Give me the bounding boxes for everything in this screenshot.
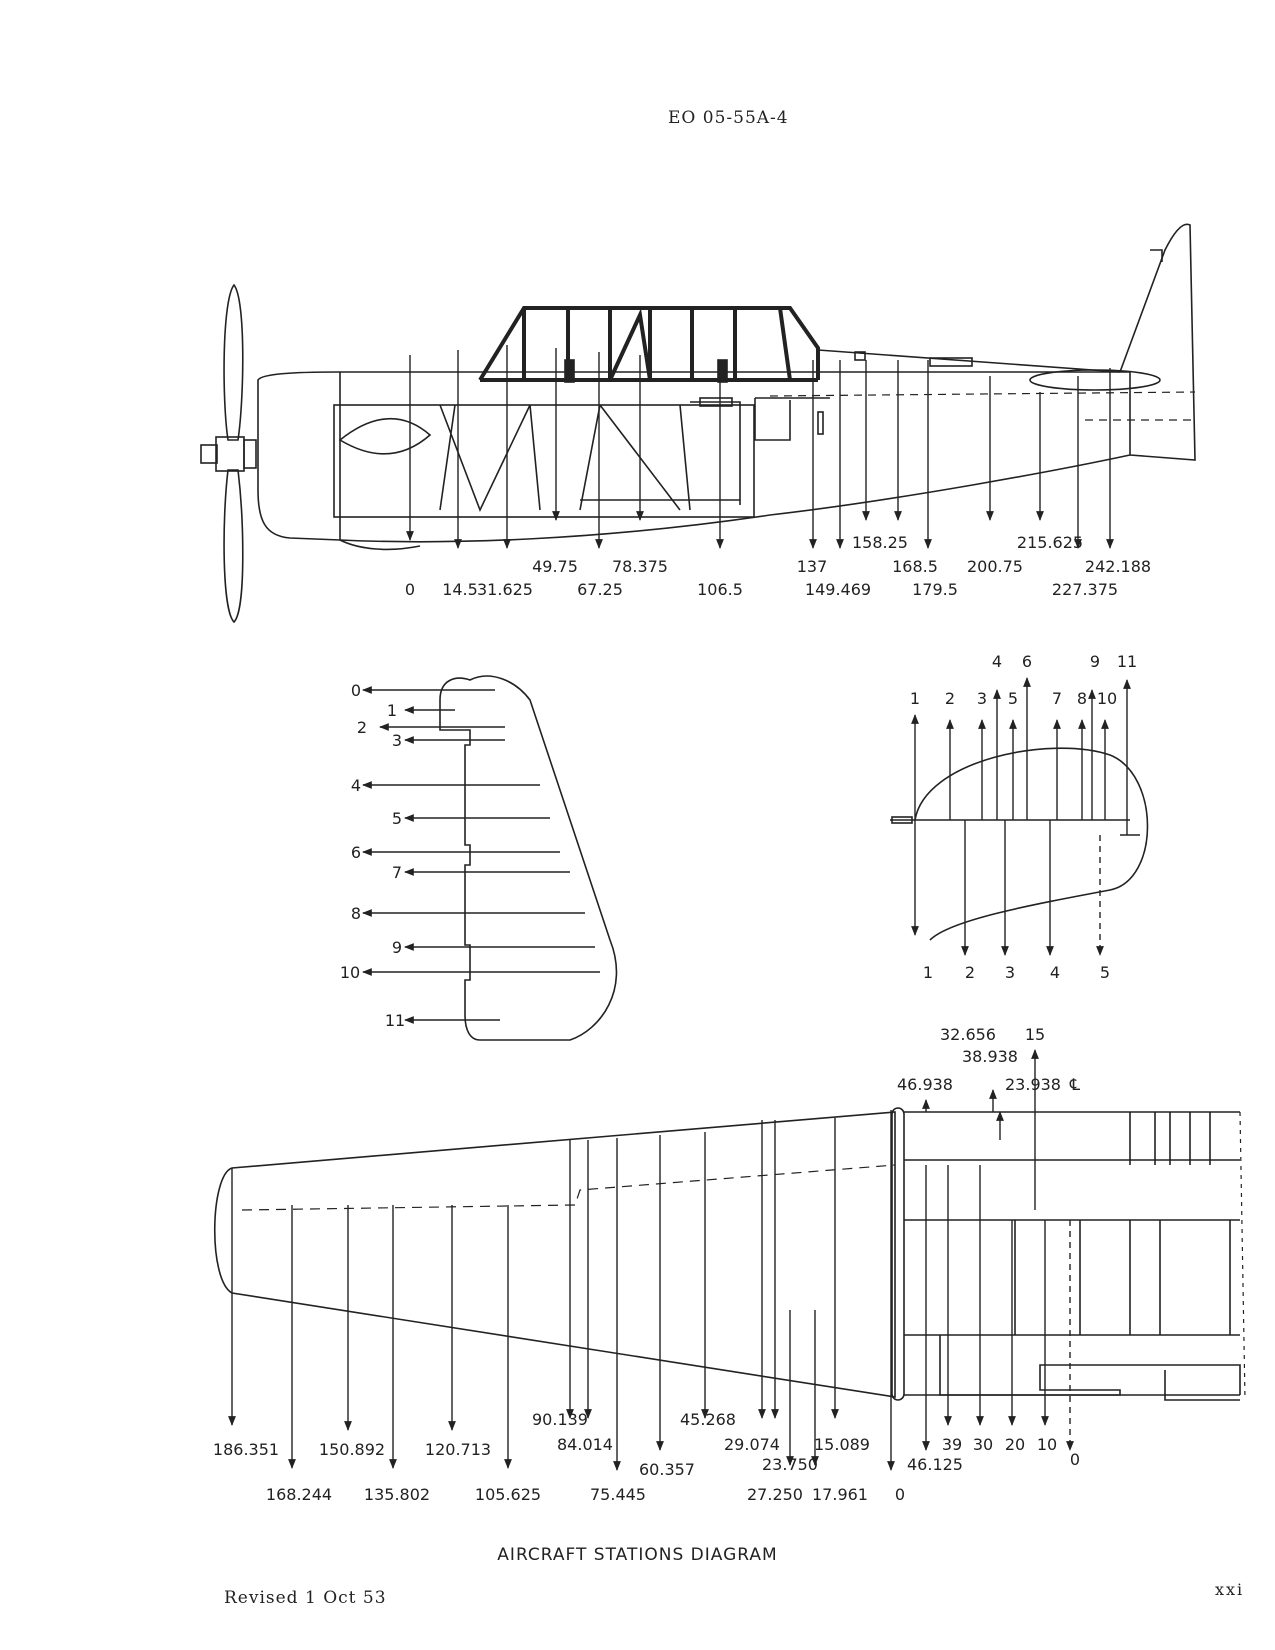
stabilizer-top-label: 3	[977, 689, 987, 708]
stabilizer-bottom-label: 5	[1100, 963, 1110, 982]
diagram-caption: AIRCRAFT STATIONS DIAGRAM	[497, 1545, 778, 1565]
fuselage-station-label: 78.375	[612, 557, 668, 576]
rudder-station-label: 9	[392, 938, 402, 957]
wing-outer-label: 0	[895, 1485, 905, 1504]
fuselage-station-label: 168.5	[892, 557, 938, 576]
rudder-station-label: 7	[392, 863, 402, 882]
stabilizer-top-label: 8	[1077, 689, 1087, 708]
fuselage-station-label: 149.469	[805, 580, 871, 599]
wing-outer-label: 29.074	[724, 1435, 780, 1454]
wing-outer-label: 90.139	[532, 1410, 588, 1429]
fuselage-station-label: 158.25	[852, 533, 908, 552]
fuselage-station-label: 215.625	[1017, 533, 1083, 552]
document-number: EO 05-55A-4	[668, 108, 789, 128]
rudder-station-label: 4	[351, 776, 361, 795]
fuselage-station-label: 200.75	[967, 557, 1023, 576]
stabilizer-top-label: 2	[945, 689, 955, 708]
stabilizer-top-label: 9	[1090, 652, 1100, 671]
wing-station-arrows: 32.656 15 38.938 46.938 23.938 ℄ 186.351 168.24…	[213, 1025, 1081, 1504]
stabilizer-drawing	[890, 747, 1149, 941]
wing-outer-label: 60.357	[639, 1460, 695, 1479]
wing-outer-label: 15.089	[814, 1435, 870, 1454]
wing-top-label: 38.938	[962, 1047, 1018, 1066]
wing-inner-label: 0	[1070, 1450, 1080, 1469]
outer-wing-outline	[213, 1111, 896, 1398]
rudder-station-label: 10	[340, 963, 360, 982]
wing-outer-label: 27.250	[747, 1485, 803, 1504]
wing-outer-label: 17.961	[812, 1485, 868, 1504]
fuselage-station-label: 31.625	[477, 580, 533, 599]
fuselage-station-label: 0	[405, 580, 415, 599]
stabilizer-top-label: 11	[1117, 652, 1137, 671]
fuselage-station-label: 137	[797, 557, 828, 576]
wing-top-label: 46.938	[897, 1075, 953, 1094]
wing-outer-label: 150.892	[319, 1440, 385, 1459]
rudder-station-label: 1	[387, 701, 397, 720]
revision-date: Revised 1 Oct 53	[224, 1588, 387, 1608]
wing-top-label: 23.938	[1005, 1075, 1061, 1094]
fuselage-station-label: 49.75	[532, 557, 578, 576]
wing-outer-label: 186.351	[213, 1440, 279, 1459]
page-number: xxi	[1215, 1580, 1245, 1599]
fuselage-station-label: 106.5	[697, 580, 743, 599]
rudder-station-label: 0	[351, 681, 361, 700]
wing-outer-label: 168.244	[266, 1485, 332, 1504]
wing-inner-label: 46.125	[907, 1455, 963, 1474]
wing-inner-label: 10	[1037, 1435, 1057, 1454]
rudder-station-label: 11	[385, 1011, 405, 1030]
fuselage-station-label: 242.188	[1085, 557, 1151, 576]
wing-inner-label: 39	[942, 1435, 962, 1454]
stabilizer-top-label: 6	[1022, 652, 1032, 671]
rudder-station-label: 8	[351, 904, 361, 923]
stabilizer-bottom-label: 1	[923, 963, 933, 982]
stabilizer-top-label: 4	[992, 652, 1002, 671]
stabilizer-bottom-label: 4	[1050, 963, 1060, 982]
stabilizer-bottom-label: 2	[965, 963, 975, 982]
wing-inner-label: 20	[1005, 1435, 1025, 1454]
propeller-drawing	[200, 283, 257, 624]
wing-outer-label: 84.014	[557, 1435, 613, 1454]
fuselage-side-view	[200, 223, 1196, 624]
fuselage-station-label: 179.5	[912, 580, 958, 599]
wing-top-label: 32.656	[940, 1025, 996, 1044]
fuselage-station-label: 227.375	[1052, 580, 1118, 599]
rudder-drawing	[439, 675, 618, 1041]
rudder-station-label: 3	[392, 731, 402, 750]
stabilizer-bottom-label: 3	[1005, 963, 1015, 982]
stabilizer-top-label: 7	[1052, 689, 1062, 708]
wing-outer-label: 120.713	[425, 1440, 491, 1459]
stabilizer-top-label: 5	[1008, 689, 1018, 708]
stabilizer-top-label: 10	[1097, 689, 1117, 708]
rudder-station-label: 6	[351, 843, 361, 862]
wing-top-label: ℄	[1069, 1075, 1081, 1094]
wing-outer-label: 75.445	[590, 1485, 646, 1504]
wing-planform	[213, 1107, 1246, 1401]
wing-inner-label: 30	[973, 1435, 993, 1454]
fuselage-station-label: 67.25	[577, 580, 623, 599]
stabilizer-top-label: 1	[910, 689, 920, 708]
rudder-station-arrows: 0 1 2 3 4 5 6 7 8 9 10 11	[340, 681, 600, 1030]
wing-top-label: 15	[1025, 1025, 1045, 1044]
rudder-station-label: 5	[392, 809, 402, 828]
fuselage-station-label: 14.5	[442, 580, 478, 599]
wing-outer-label: 45.268	[680, 1410, 736, 1429]
rudder-station-label: 2	[357, 718, 367, 737]
wing-outer-label: 105.625	[475, 1485, 541, 1504]
wing-outer-label: 135.802	[364, 1485, 430, 1504]
